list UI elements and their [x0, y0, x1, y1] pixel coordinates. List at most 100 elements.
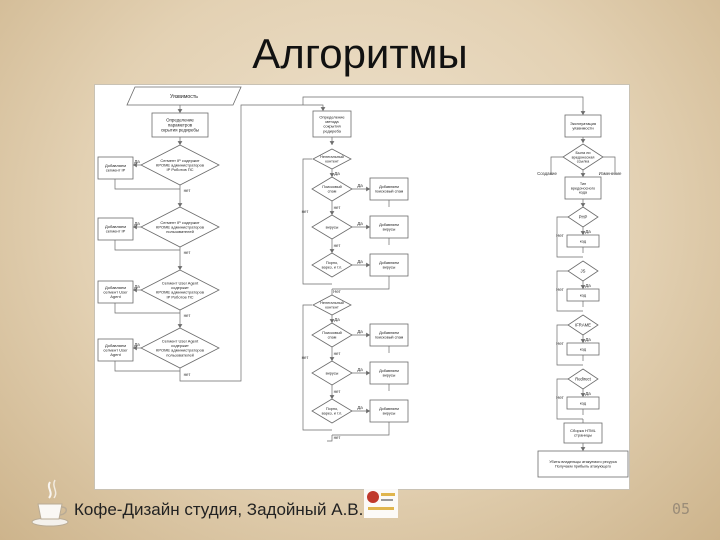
arrow-head: [133, 162, 137, 168]
footer-text: Кофе-Дизайн студия, Задойный А.В.: [74, 500, 364, 519]
arrow-head: [580, 111, 586, 115]
arrow-head: [366, 262, 370, 268]
col3-side-label: Создание: [537, 171, 557, 176]
arrow-head: [320, 107, 326, 111]
col2-decision-1-3: [311, 252, 353, 278]
arrow-head: [366, 332, 370, 338]
arrow-head: [329, 249, 335, 253]
connector: [332, 283, 390, 290]
col2-decision-1-2-label: вирусы: [326, 225, 339, 229]
connector: [302, 158, 332, 285]
coffee-cup-icon: [31, 479, 69, 527]
arrow-head: [366, 186, 370, 192]
arrow-head: [177, 141, 183, 145]
col3-no-label: Нет: [556, 287, 563, 292]
start-parallelogram: [126, 86, 242, 106]
arrow-head: [580, 339, 586, 343]
connector: [114, 361, 180, 372]
slide-title: Алгоритмы: [252, 30, 468, 77]
connector: [302, 304, 332, 431]
col2-no-label: нет: [334, 205, 341, 210]
connector: [332, 429, 390, 436]
col2-yes-label: Да: [357, 183, 363, 188]
col2-yes-label: Да: [357, 259, 363, 264]
arrow-head: [329, 357, 335, 361]
col2-decision-2-2-label: вирусы: [326, 371, 339, 375]
connector: [556, 378, 583, 420]
col2-yes-label: Да: [357, 405, 363, 410]
arrow-head: [329, 211, 335, 215]
col1-yes-label: Да: [134, 342, 140, 347]
arrow-head: [133, 287, 137, 293]
col3-step-2-label: JS: [581, 268, 586, 273]
connector: [556, 324, 583, 366]
col3-no-label: Нет: [556, 395, 563, 400]
col1-yes-label: Да: [134, 284, 140, 289]
col1-action-3: [97, 280, 134, 304]
col2-decision-2-3-label: Порно,варез, и т.п.: [322, 407, 343, 415]
col3-step-1-label: PHP: [579, 214, 588, 219]
col3-no-label: Нет: [556, 341, 563, 346]
col1-no-label: нет: [184, 372, 191, 377]
col2-no-label: нет: [334, 351, 341, 356]
col2-decision-2-3: [311, 398, 353, 424]
arrow-head: [580, 203, 586, 207]
arrow-head: [366, 370, 370, 376]
col3-yes-label: Да: [585, 337, 591, 342]
col2-yes-label: Да: [357, 329, 363, 334]
col3-code-box-3-label: код: [580, 346, 587, 351]
col3-no-label: Нет: [556, 233, 563, 238]
col1-yes-label: Да: [134, 159, 140, 164]
col3-code-box-4-label: код: [580, 400, 587, 405]
col1-top-box: [151, 112, 209, 138]
arrow-head: [177, 266, 183, 270]
col1-action-2: [97, 217, 134, 241]
arrow-head: [366, 224, 370, 230]
connector: [556, 270, 583, 312]
col2-yes-label: Да: [357, 221, 363, 226]
arrow-head: [580, 447, 586, 451]
col3-step-3-label: IFRAME: [575, 322, 591, 327]
connector: [603, 156, 616, 175]
col1-no-label: нет: [184, 313, 191, 318]
col2-decision-1-3-label: Порно,варез, и т.п.: [322, 261, 343, 269]
arrow-head: [133, 224, 137, 230]
col1-no-label: нет: [184, 250, 191, 255]
connector: [302, 96, 584, 115]
col3-end-box: [537, 450, 629, 478]
col2-no-label: нет: [334, 389, 341, 394]
connector: [179, 104, 324, 382]
col1-yes-label: Да: [134, 221, 140, 226]
col2-no-label: нет: [302, 209, 309, 214]
col2-no-label: нет: [334, 243, 341, 248]
arrow-head: [329, 141, 335, 145]
col3-side-label: Изменение: [599, 171, 622, 176]
arrow-head: [329, 173, 335, 177]
arrow-head: [329, 319, 335, 323]
arrow-head: [580, 139, 586, 143]
arrow-head: [177, 203, 183, 207]
connector: [556, 216, 583, 258]
connector: [114, 240, 180, 251]
col3-yes-label: Да: [585, 283, 591, 288]
connector: [327, 435, 333, 442]
col2-no-label: Нет: [333, 289, 340, 294]
col3-yes-label: Да: [585, 391, 591, 396]
